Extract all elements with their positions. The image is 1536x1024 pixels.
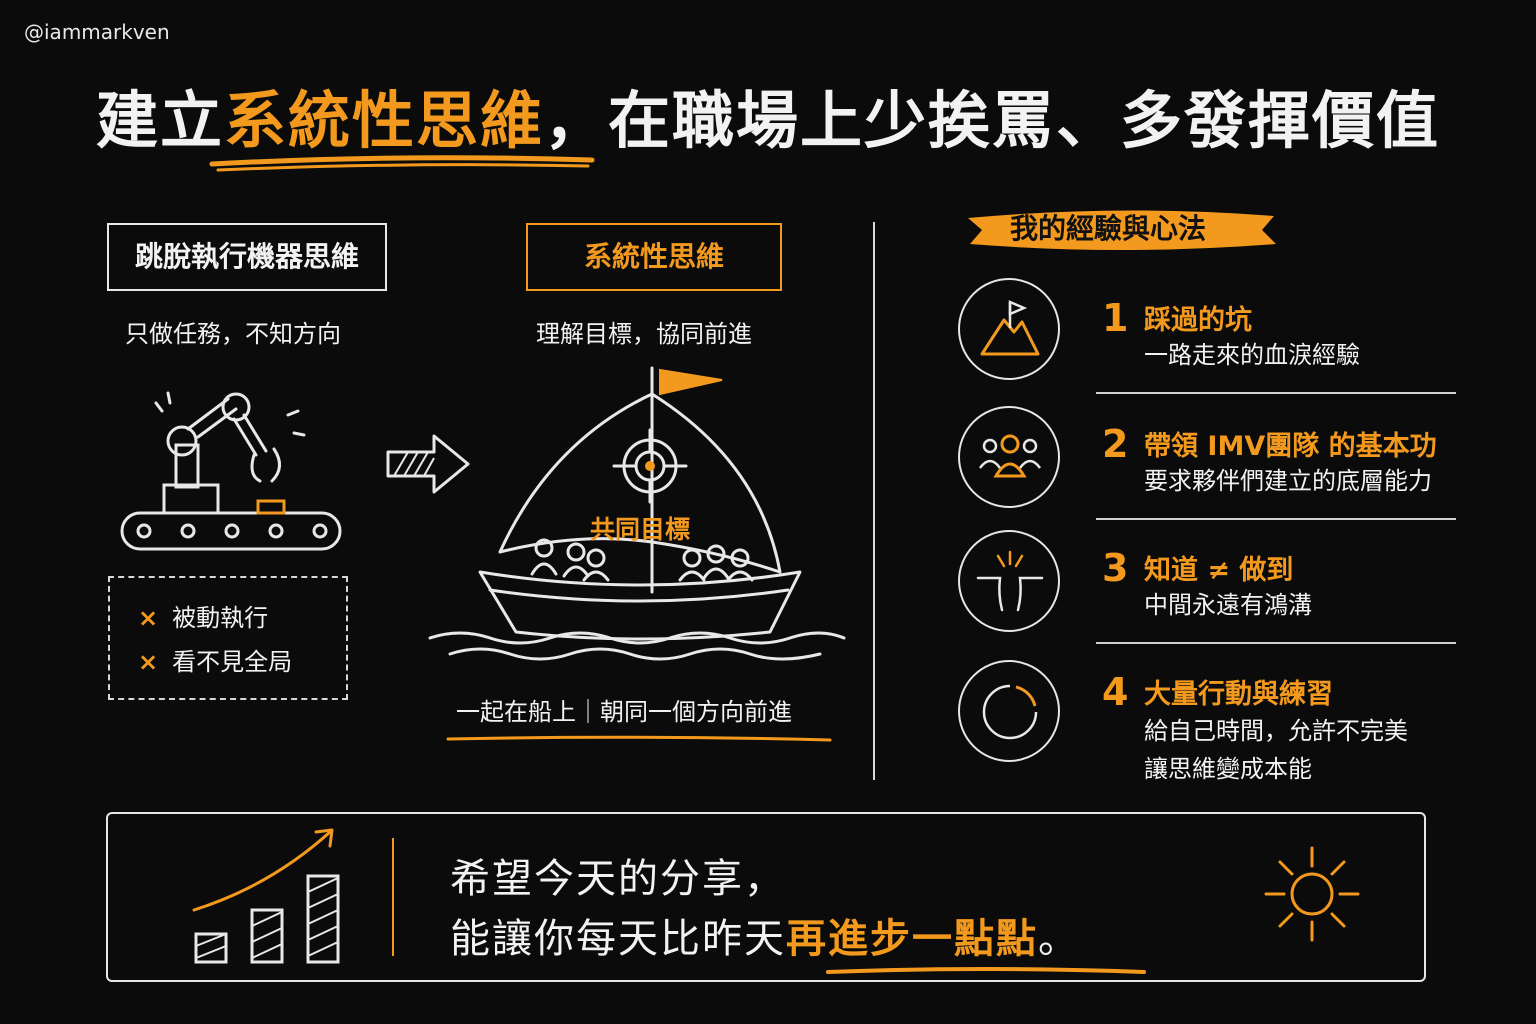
closing-box xyxy=(106,812,1426,982)
page-title: 建立系統性思維，在職場上少挨罵、多發揮價值 xyxy=(0,70,1536,160)
closing-line-2-post: 。 xyxy=(1038,916,1080,962)
closing-line-2: 能讓你每天比昨天再進步一點點。 xyxy=(450,906,1080,964)
team-icon xyxy=(978,434,1042,478)
item-number: 1 xyxy=(1102,296,1129,340)
cons-box: × 被動執行 × 看不見全局 xyxy=(108,576,348,700)
cons-text: 看不見全局 xyxy=(172,648,293,676)
cons-item: × 看不見全局 xyxy=(138,640,318,684)
cross-icon: × xyxy=(138,648,159,676)
systematic-thinking-subtitle: 理解目標，協同前進 xyxy=(536,320,752,348)
cons-text: 被動執行 xyxy=(172,604,269,632)
execution-machine-subtitle: 只做任務，不知方向 xyxy=(125,320,341,348)
item-desc: 一路走來的血淚經驗 xyxy=(1144,341,1360,369)
caption-underline-icon xyxy=(446,735,832,742)
item-number: 3 xyxy=(1102,546,1129,590)
sun-icon xyxy=(1264,846,1360,942)
cross-icon: × xyxy=(138,604,159,632)
experience-banner-text: 我的經驗與心法 xyxy=(1010,212,1207,245)
item-title: 踩過的坑 xyxy=(1144,305,1252,336)
cons-item: × 被動執行 xyxy=(138,596,318,640)
closing-line-2-pre: 能讓你每天比昨天 xyxy=(450,916,786,962)
closing-line-1: 希望今天的分享， xyxy=(450,856,786,902)
item-title: 大量行動與練習 xyxy=(1144,679,1333,710)
item-separator xyxy=(1096,392,1456,394)
closing-highlight: 再進步一點點 xyxy=(786,916,1038,962)
mountain-flag-icon xyxy=(980,300,1040,356)
closing-divider xyxy=(392,838,394,956)
title-underline-icon xyxy=(209,155,595,172)
brush-banner-icon xyxy=(968,210,1276,250)
execution-machine-label: 跳脫執行機器思維 xyxy=(107,223,387,291)
item-number: 2 xyxy=(1102,422,1129,466)
title-highlight: 系統性思維 xyxy=(223,84,544,157)
systematic-thinking-label: 系統性思維 xyxy=(526,223,782,291)
sailboat-icon xyxy=(428,366,846,661)
item-number: 4 xyxy=(1102,670,1129,714)
item-title: 知道 ≠ 做到 xyxy=(1144,555,1294,586)
item-desc: 要求夥伴們建立的底層能力 xyxy=(1144,467,1432,495)
item-desc: 給自己時間，允許不完美 xyxy=(1144,717,1408,745)
growth-chart-icon xyxy=(192,828,340,964)
item-desc: 中間永遠有鴻溝 xyxy=(1144,591,1312,619)
section-divider xyxy=(873,222,875,780)
boat-caption: 一起在船上｜朝同一個方向前進 xyxy=(456,698,792,726)
title-part2: ，在職場上少挨罵、多發揮價值 xyxy=(544,84,1441,157)
closing-underline-icon xyxy=(826,967,1146,974)
item-desc: 讓思維變成本能 xyxy=(1144,755,1312,783)
cycle-icon xyxy=(982,684,1038,740)
gap-icon xyxy=(976,550,1044,612)
common-goal-label: 共同目標 xyxy=(590,515,691,544)
author-handle: @iammarkven xyxy=(24,20,170,44)
arrow-right-icon xyxy=(386,434,470,494)
item-separator xyxy=(1096,518,1456,520)
item-icon-circle xyxy=(958,406,1060,508)
item-icon-circle xyxy=(958,530,1060,632)
item-separator xyxy=(1096,642,1456,644)
item-icon-circle xyxy=(958,278,1060,380)
item-icon-circle xyxy=(958,660,1060,762)
title-part1: 建立 xyxy=(95,84,224,157)
item-title: 帶領 IMV團隊 的基本功 xyxy=(1144,431,1437,462)
robot-arm-icon xyxy=(120,391,342,551)
